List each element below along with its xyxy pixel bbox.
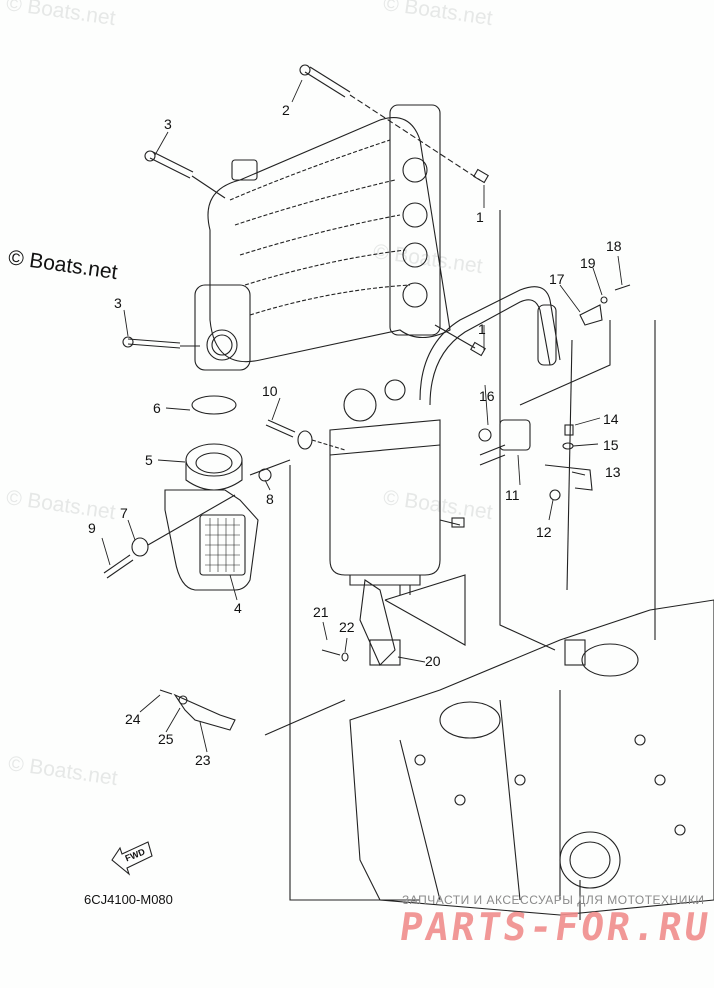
callout-9: 9 <box>88 520 96 536</box>
callout-5: 5 <box>145 452 153 468</box>
callout-21: 21 <box>313 604 329 620</box>
intake-manifold <box>194 104 451 371</box>
callout-20: 20 <box>425 653 441 669</box>
callout-2: 2 <box>282 102 290 118</box>
callout-14: 14 <box>603 411 619 427</box>
callout-24: 24 <box>125 711 141 727</box>
callout-15: 15 <box>603 437 619 453</box>
hose <box>419 286 561 406</box>
leader-lines <box>101 79 623 753</box>
callout-13: 13 <box>605 464 621 480</box>
callout-22: 22 <box>339 619 355 635</box>
callout-12: 12 <box>536 524 552 540</box>
diagram-code: 6CJ4100-M080 <box>84 892 173 907</box>
callout-7: 7 <box>120 505 128 521</box>
fwd-arrow-icon <box>111 841 153 876</box>
callout-6: 6 <box>153 400 161 416</box>
callout-3: 3 <box>114 295 122 311</box>
vapor-separator <box>329 379 441 595</box>
boundary-lines <box>264 210 656 920</box>
callout-3: 3 <box>164 116 172 132</box>
callout-11: 11 <box>505 487 520 503</box>
bolts-top <box>122 64 489 357</box>
engine-block <box>349 599 714 916</box>
callout-1: 1 <box>478 321 486 337</box>
callout-25: 25 <box>158 731 174 747</box>
callout-4: 4 <box>234 600 242 616</box>
callout-23: 23 <box>195 752 211 768</box>
callout-16: 16 <box>479 388 495 404</box>
silencer-assembly <box>103 395 465 591</box>
callout-19: 19 <box>580 255 596 271</box>
ru-watermark-brand: PARTS-FOR.RU <box>396 905 714 949</box>
callout-17: 17 <box>549 271 565 287</box>
callout-10: 10 <box>262 383 278 399</box>
callout-8: 8 <box>266 491 274 507</box>
ru-watermark-subtitle: ЗАПЧАСТИ И АКСЕССУАРЫ ДЛЯ МОТОТЕХНИКИ <box>402 893 705 907</box>
callout-18: 18 <box>606 238 622 254</box>
brackets <box>159 284 631 731</box>
callout-1: 1 <box>476 209 484 225</box>
